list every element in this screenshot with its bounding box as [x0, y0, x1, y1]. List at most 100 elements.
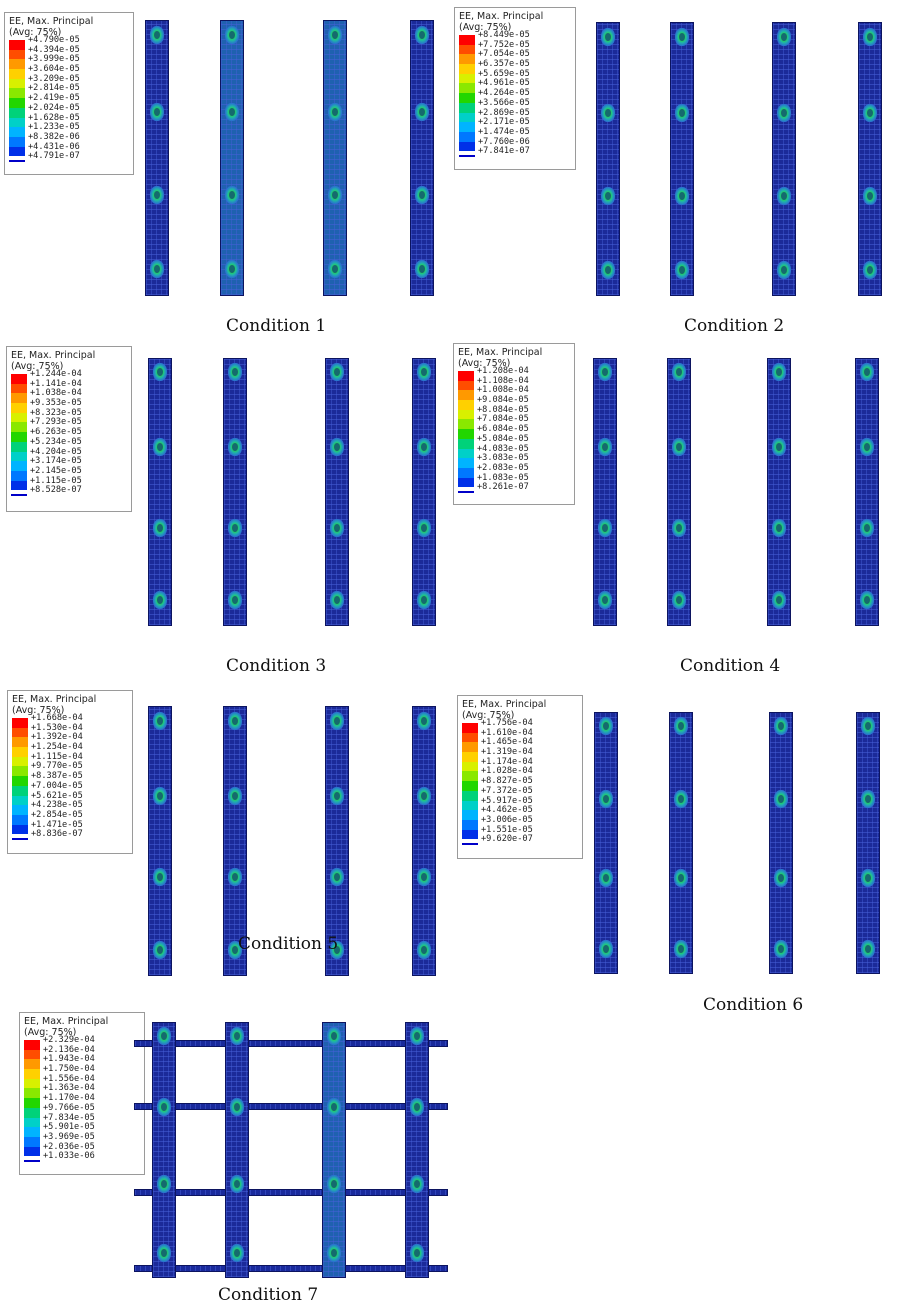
bolt-hole [601, 104, 615, 123]
legend-value: +1.033e-06 [43, 1151, 95, 1162]
legend-swatch [12, 805, 28, 815]
legend-swatch [459, 122, 475, 132]
legend-value: +7.372e-05 [481, 785, 533, 796]
bolt-hole [415, 25, 429, 44]
strain-member [223, 358, 247, 626]
strain-member [145, 20, 169, 296]
legend-row: +5.621e-05 [12, 791, 128, 806]
bolt-hole [772, 438, 786, 457]
legend-swatch [459, 102, 475, 113]
legend-value: +3.969e-05 [43, 1131, 95, 1142]
bolt-hole [153, 711, 167, 730]
legend-value: +3.999e-05 [28, 54, 80, 65]
legend-row: +1.465e-04 [462, 738, 578, 753]
legend-value: +6.084e-05 [477, 424, 529, 435]
legend-value: +5.234e-05 [30, 436, 82, 447]
legend-value: +3.604e-05 [28, 64, 80, 75]
legend-swatch [12, 785, 28, 796]
legend-value: +9.084e-05 [477, 395, 529, 406]
legend-swatch [459, 35, 475, 45]
bolt-hole [598, 591, 612, 610]
legend-value: +4.961e-05 [478, 78, 530, 89]
legend-value: +1.115e-05 [30, 475, 82, 486]
legend-value: +3.566e-05 [478, 97, 530, 108]
legend-value: +4.204e-05 [30, 446, 82, 457]
legend-swatch [458, 371, 474, 381]
legend-value: +2.814e-05 [28, 83, 80, 94]
bolt-hole [672, 363, 686, 382]
legend-row: +7.841e-07 [459, 147, 571, 161]
bolt-hole [330, 518, 344, 537]
legend-row: +3.999e-05 [9, 55, 129, 70]
strain-member [772, 22, 796, 296]
legend-value: +7.293e-05 [30, 417, 82, 428]
legend-value: +8.261e-07 [477, 482, 529, 493]
bolt-hole [417, 438, 431, 457]
legend-row: +1.108e-04 [458, 376, 570, 391]
legend-swatch [12, 814, 28, 825]
legend-row: +1.474e-05 [459, 127, 571, 142]
legend-swatch [459, 54, 475, 65]
bolt-hole [672, 518, 686, 537]
legend-row: +1.319e-04 [462, 747, 578, 762]
bolt-hole [330, 591, 344, 610]
bolt-hole [598, 518, 612, 537]
legend-row: +5.084e-05 [458, 434, 570, 449]
legend-box: EE, Max. Principal(Avg: 75%)+4.790e-05+4… [4, 12, 134, 175]
bolt-hole [674, 717, 688, 736]
legend-swatch [24, 1117, 40, 1128]
bolt-hole [327, 1175, 341, 1194]
legend-swatch [11, 470, 27, 481]
bolt-hole [417, 363, 431, 382]
bolt-hole [599, 717, 613, 736]
legend-swatch [9, 88, 25, 99]
legend-swatch [462, 723, 478, 733]
legend-swatch [462, 843, 478, 846]
strain-member [667, 358, 691, 626]
legend-row: +1.244e-04 [11, 369, 127, 384]
legend-title: EE, Max. Principal [11, 350, 96, 361]
strain-member [225, 1022, 249, 1278]
bolt-hole [863, 27, 877, 46]
legend-title: EE, Max. Principal [462, 699, 547, 710]
strain-member [325, 706, 349, 976]
legend-scale: +1.208e-04+1.108e-04+1.008e-04+9.084e-05… [458, 366, 570, 497]
legend-value: +1.170e-04 [43, 1093, 95, 1104]
legend-row: +1.943e-04 [24, 1055, 140, 1070]
legend-row: +3.174e-05 [11, 456, 127, 471]
legend-row: +8.387e-05 [12, 771, 128, 786]
bolt-hole [860, 518, 874, 537]
legend-swatch [458, 409, 474, 420]
legend-value: +1.551e-05 [481, 824, 533, 835]
legend-row: +4.431e-06 [9, 142, 129, 157]
legend-swatch [458, 467, 474, 478]
bolt-hole [777, 260, 791, 279]
legend-row: +1.610e-04 [462, 728, 578, 743]
legend-swatch [11, 441, 27, 452]
legend-row: +9.620e-07 [462, 835, 578, 849]
legend-row: +3.083e-05 [458, 453, 570, 468]
bolt-hole [230, 1098, 244, 1117]
legend-row: +4.238e-05 [12, 800, 128, 815]
strain-member [412, 358, 436, 626]
legend-row: +8.836e-07 [12, 830, 128, 844]
bolt-hole [598, 363, 612, 382]
bolt-hole [327, 1026, 341, 1045]
legend-value: +9.620e-07 [481, 834, 533, 845]
legend-value: +5.084e-05 [477, 433, 529, 444]
legend-row: +6.263e-05 [11, 427, 127, 442]
legend-swatch [9, 98, 25, 108]
bolt-hole [228, 363, 242, 382]
legend-row: +1.750e-04 [24, 1064, 140, 1079]
condition-caption: Condition 7 [218, 1285, 319, 1305]
bolt-hole [327, 1244, 341, 1263]
legend-value: +5.659e-05 [478, 68, 530, 79]
transverse-member [134, 1103, 448, 1110]
bolt-hole [777, 104, 791, 123]
legend-value: +3.083e-05 [477, 453, 529, 464]
bolt-hole [675, 104, 689, 123]
bolt-hole [157, 1244, 171, 1263]
strain-member [152, 1022, 176, 1278]
legend-value: +4.791e-07 [28, 151, 80, 162]
strain-member [405, 1022, 429, 1278]
